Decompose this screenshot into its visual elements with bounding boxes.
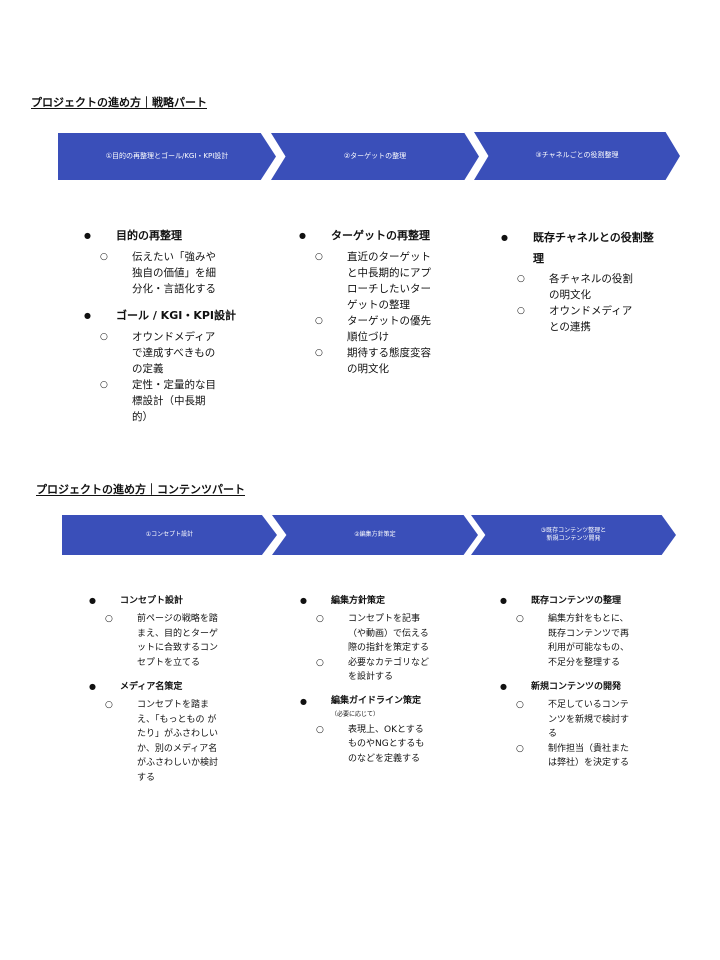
bullet-label: 編集ガイドライン策定 xyxy=(331,695,422,706)
bullet-item: コンセプト設計 前ページの戦略を踏まえ、目的とターゲットに合致するコンセプトを立… xyxy=(89,594,269,670)
bullet-item: 編集ガイドライン策定 （必要に応じて） 表現上、OKとするものやNGとするものなど… xyxy=(300,695,480,767)
sub-bullet-text: 各チャネルの役割の明文化 xyxy=(549,273,633,301)
sub-bullet-text: 不足しているコンテンツを新規で検討する xyxy=(548,700,630,739)
content-column-2: 編集方針策定 コンセプトを記事（や動画）で伝える際の指針を策定する 必要なカテゴ… xyxy=(300,594,480,766)
sub-bullet-text: 前ページの戦略を踏まえ、目的とターゲットに合致するコンセプトを立てる xyxy=(137,614,219,668)
content-column-1: コンセプト設計 前ページの戦略を踏まえ、目的とターゲットに合致するコンセプトを立… xyxy=(89,594,269,785)
strategy-step-1: ①目的の再整理とゴール/KGI・KPI設計 xyxy=(58,133,276,180)
content-step-1: ①コンセプト設計 xyxy=(62,515,277,555)
bullet-item: メディア名策定 コンセプトを踏まえ、「もっともの がたり」がふさわしいか、別のメ… xyxy=(89,680,269,785)
sub-bullet-item: 制作担当（貴社または弊社）を決定する xyxy=(500,742,632,771)
bullet-item: 目的の再整理 伝えたい「強みや独自の価値」を細分化・言語化する xyxy=(84,227,264,297)
bullet-label: コンセプト設計 xyxy=(120,596,184,606)
sub-bullet-text: ターゲットの優先順位づけ xyxy=(347,315,431,343)
sub-bullet-item: ターゲットの優先順位づけ xyxy=(299,313,431,345)
content-step-2: ②編集方針策定 xyxy=(272,515,478,555)
strategy-step-3: ③チャネルごとの役割整理 xyxy=(474,132,680,180)
section-title-content: プロジェクトの進め方｜コンテンツパート xyxy=(36,483,245,496)
sub-bullet-text: 編集方針をもとに、既存コンテンツで再利用が可能なもの、不足分を整理する xyxy=(548,614,630,668)
bullet-item: ゴール / KGI・KPI設計 オウンドメディアで達成すべきものの定義 定性・定… xyxy=(84,307,264,425)
strategy-column-2: ターゲットの再整理 直近のターゲットと中長期的にアプローチしたいターゲットの整理… xyxy=(299,227,479,377)
sub-bullet-item: 期待する態度変容の明文化 xyxy=(299,345,431,377)
sub-bullet-text: オウンドメディアとの連携 xyxy=(549,305,633,333)
sub-bullet-text: 定性・定量的な目標設計（中長期的） xyxy=(132,379,216,423)
bullet-label: ターゲットの再整理 xyxy=(331,229,430,242)
sub-bullet-item: コンセプトを踏まえ、「もっともの がたり」がふさわしいか、別のメディア名がふさわ… xyxy=(89,698,221,785)
sub-bullet-item: 編集方針をもとに、既存コンテンツで再利用が可能なもの、不足分を整理する xyxy=(500,612,632,670)
section-title-strategy: プロジェクトの進め方｜戦略パート xyxy=(31,96,207,109)
strategy-step-3-label: ③チャネルごとの役割整理 xyxy=(535,151,619,160)
sub-bullet-item: 前ページの戦略を踏まえ、目的とターゲットに合致するコンセプトを立てる xyxy=(89,612,221,670)
sub-bullet-text: 直近のターゲットと中長期的にアプローチしたいターゲットの整理 xyxy=(347,251,431,311)
bullet-item: 編集方針策定 コンセプトを記事（や動画）で伝える際の指針を策定する 必要なカテゴ… xyxy=(300,594,480,685)
strategy-column-3: 既存チャネルとの役割整理 各チャネルの役割の明文化 オウンドメディアとの連携 xyxy=(501,227,681,335)
sub-bullet-item: 伝えたい「強みや独自の価値」を細分化・言語化する xyxy=(84,249,216,297)
sub-bullet-item: コンセプトを記事（や動画）で伝える際の指針を策定する xyxy=(300,612,432,656)
bullet-item: ターゲットの再整理 直近のターゲットと中長期的にアプローチしたいターゲットの整理… xyxy=(299,227,479,377)
sub-bullet-text: コンセプトを記事（や動画）で伝える際の指針を策定する xyxy=(348,614,430,653)
sub-bullet-item: 各チャネルの役割の明文化 xyxy=(501,271,633,303)
content-column-3: 既存コンテンツの整理 編集方針をもとに、既存コンテンツで再利用が可能なもの、不足… xyxy=(500,594,680,771)
strategy-step-1-label: ①目的の再整理とゴール/KGI・KPI設計 xyxy=(105,151,229,160)
sub-bullet-text: 表現上、OKとするものやNGとするものなどを定義する xyxy=(348,724,425,764)
sub-bullet-item: 不足しているコンテンツを新規で検討する xyxy=(500,698,632,742)
content-step-3: ③既存コンテンツ整理と 新規コンテンツ開発 xyxy=(471,515,676,555)
strategy-step-2: ②ターゲットの整理 xyxy=(271,133,479,180)
sub-bullet-text: 制作担当（貴社または弊社）を決定する xyxy=(548,743,630,769)
strategy-step-2-label: ②ターゲットの整理 xyxy=(343,151,407,160)
sub-bullet-item: 必要なカテゴリなどを設計する xyxy=(300,656,432,685)
sub-bullet-text: オウンドメディアで達成すべきものの定義 xyxy=(132,331,216,375)
bullet-note: （必要に応じて） xyxy=(331,710,380,718)
content-step-2-label: ②編集方針策定 xyxy=(354,530,396,538)
bullet-item: 既存コンテンツの整理 編集方針をもとに、既存コンテンツで再利用が可能なもの、不足… xyxy=(500,594,680,670)
bullet-label: 既存チャネルとの役割整理 xyxy=(533,231,654,265)
bullet-label: ゴール / KGI・KPI設計 xyxy=(116,309,237,322)
strategy-column-1: 目的の再整理 伝えたい「強みや独自の価値」を細分化・言語化する ゴール / KG… xyxy=(84,227,264,425)
sub-bullet-item: オウンドメディアとの連携 xyxy=(501,303,633,335)
sub-bullet-item: オウンドメディアで達成すべきものの定義 xyxy=(84,329,216,377)
sub-bullet-text: コンセプトを踏まえ、「もっともの がたり」がふさわしいか、別のメディア名がふさわ… xyxy=(137,700,219,783)
sub-bullet-item: 直近のターゲットと中長期的にアプローチしたいターゲットの整理 xyxy=(299,249,431,313)
bullet-item: 新規コンテンツの開発 不足しているコンテンツを新規で検討する 制作担当（貴社また… xyxy=(500,680,680,771)
bullet-item: 既存チャネルとの役割整理 各チャネルの役割の明文化 オウンドメディアとの連携 xyxy=(501,227,657,335)
bullet-label: 目的の再整理 xyxy=(116,229,182,242)
bullet-label: 既存コンテンツの整理 xyxy=(531,596,622,606)
sub-bullet-text: 期待する態度変容の明文化 xyxy=(347,347,431,375)
sub-bullet-item: 表現上、OKとするものやNGとするものなどを定義する xyxy=(300,723,432,767)
content-step-3-label: ③既存コンテンツ整理と 新規コンテンツ開発 xyxy=(540,526,607,542)
sub-bullet-text: 必要なカテゴリなどを設計する xyxy=(348,657,430,683)
sub-bullet-text: 伝えたい「強みや独自の価値」を細分化・言語化する xyxy=(132,251,216,295)
content-step-1-label: ①コンセプト設計 xyxy=(145,530,194,538)
sub-bullet-item: 定性・定量的な目標設計（中長期的） xyxy=(84,377,216,425)
bullet-label: 新規コンテンツの開発 xyxy=(531,682,622,692)
bullet-label: メディア名策定 xyxy=(120,682,183,692)
bullet-label: 編集方針策定 xyxy=(331,596,386,606)
